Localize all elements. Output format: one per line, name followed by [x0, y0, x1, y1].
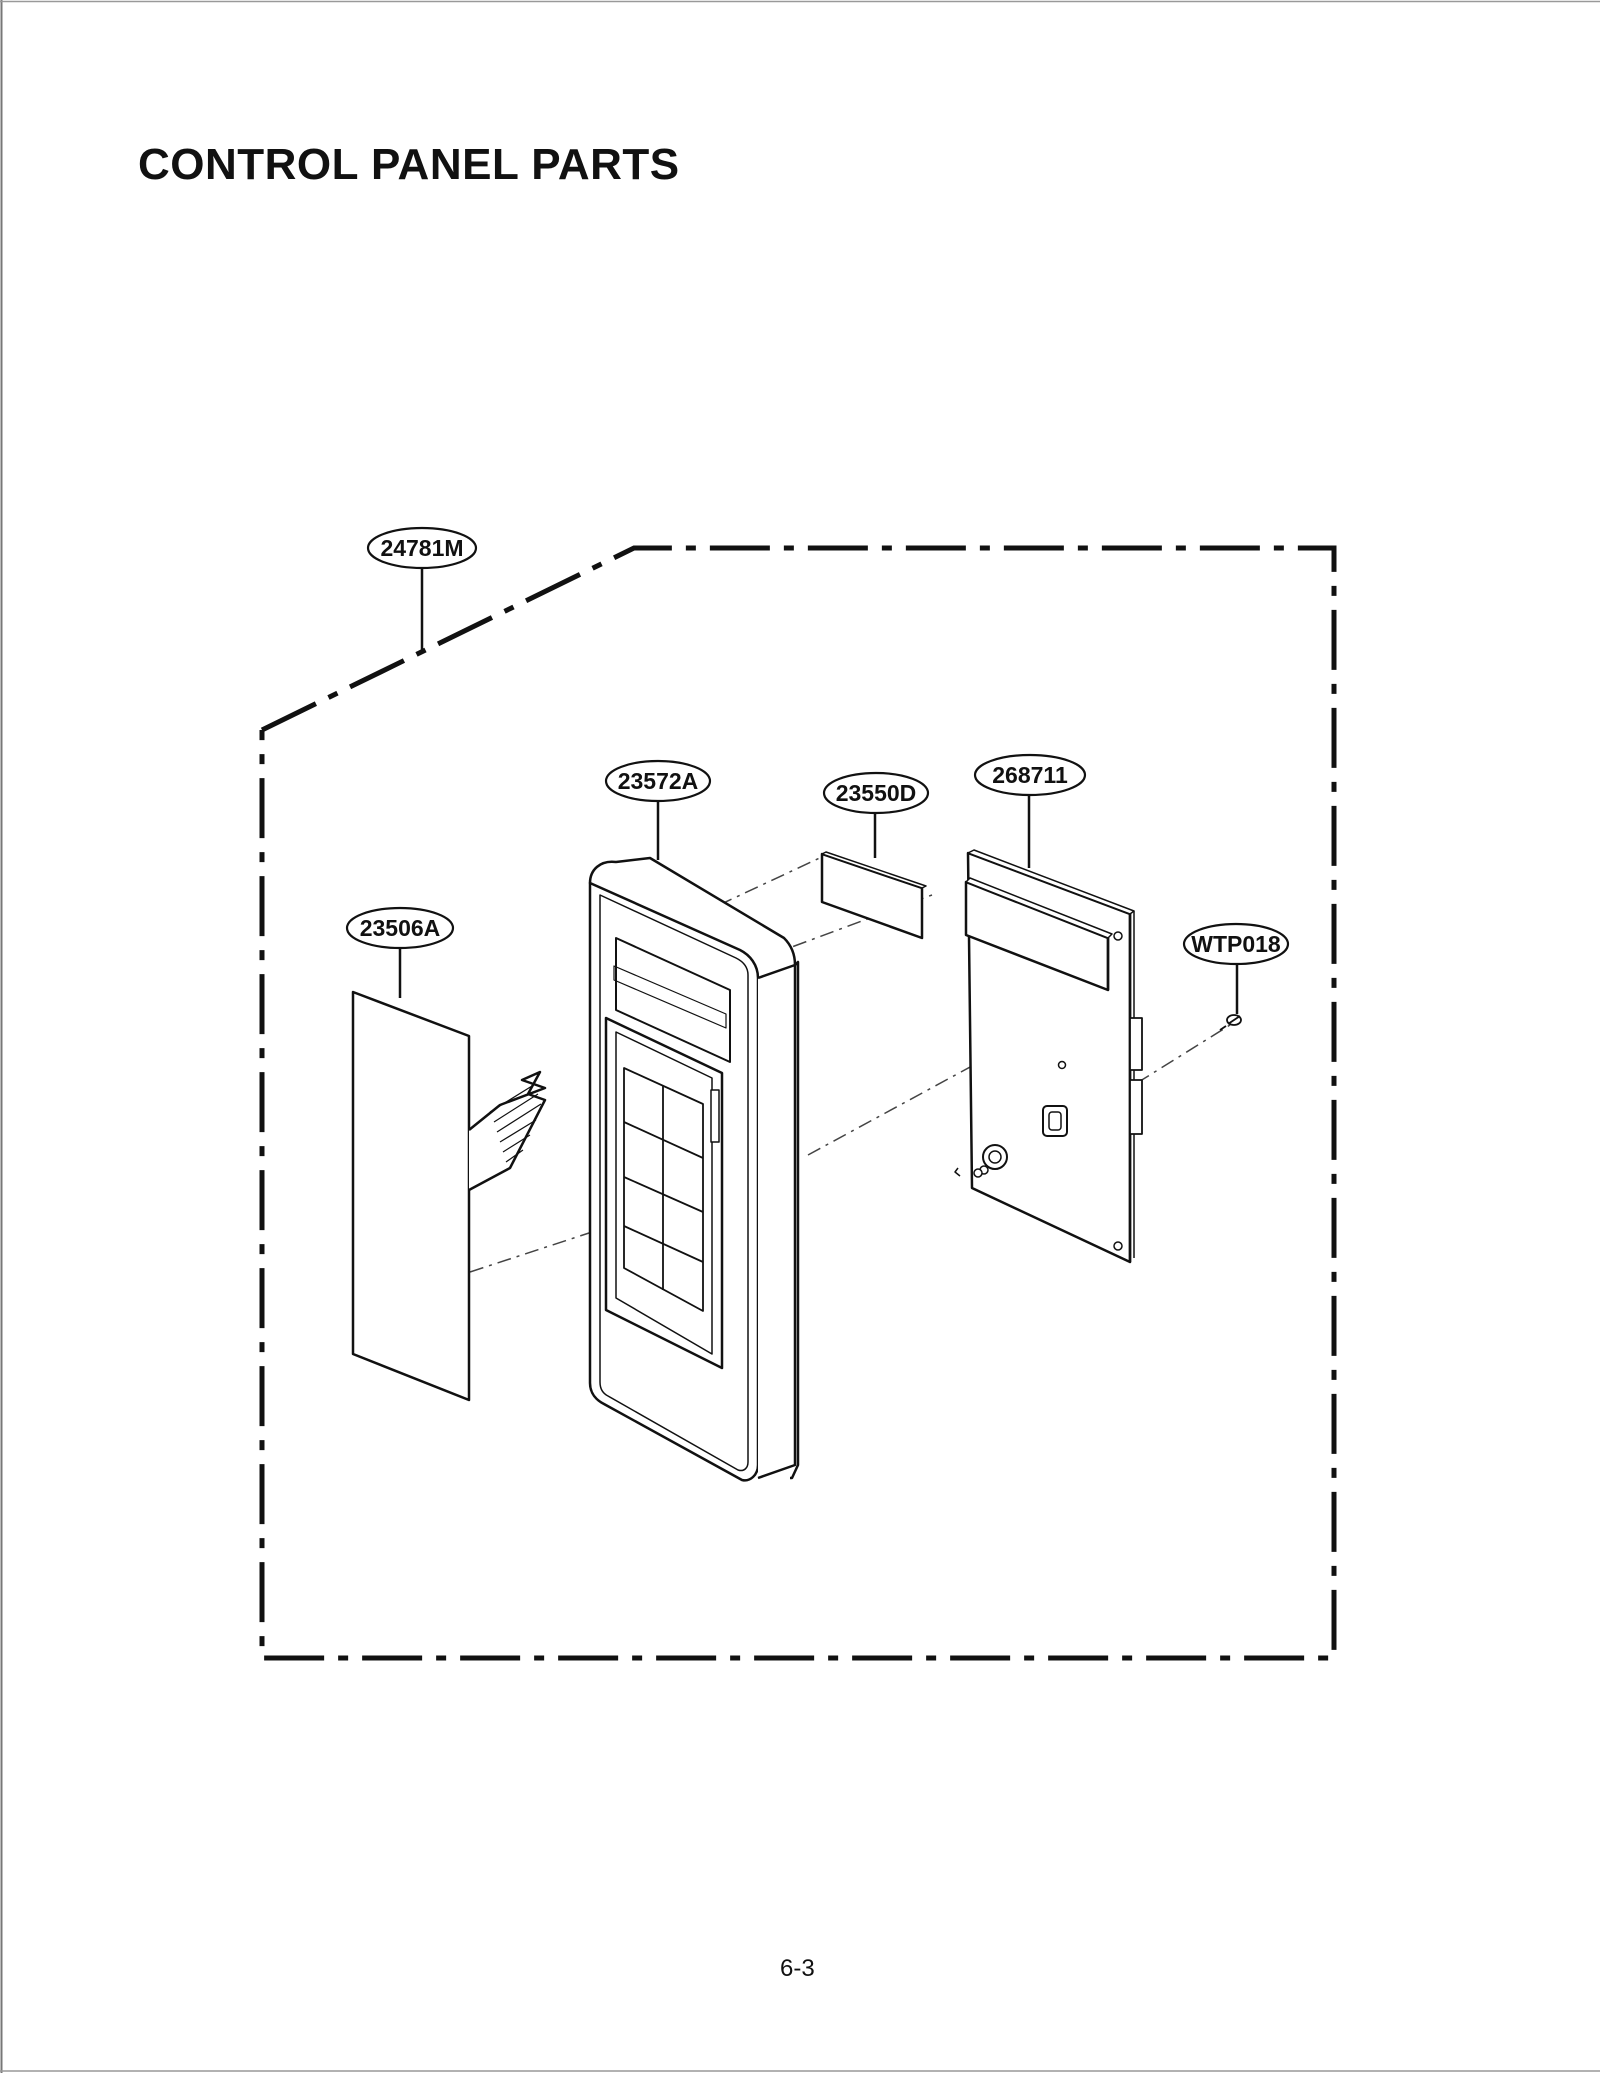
membrane-keypad	[351, 990, 547, 1402]
callout-23506a: 23506A	[345, 906, 455, 950]
callout-label: 23550D	[836, 780, 917, 806]
display-window	[820, 851, 927, 940]
callout-label: 24781M	[380, 535, 463, 561]
callout-24781m: 24781M	[366, 526, 478, 570]
callout-label: 23506A	[360, 915, 441, 941]
callout-wtp018: WTP018	[1182, 922, 1290, 966]
assembly-boundary	[259, 545, 1337, 1661]
leader-lines	[398, 567, 1239, 1014]
control-panel-frame	[588, 856, 800, 1482]
page-number: 6-3	[780, 1955, 815, 1982]
callout-label: 268711	[992, 762, 1068, 788]
callout-268711: 268711	[973, 753, 1087, 797]
page-title: CONTROL PANEL PARTS	[138, 140, 680, 189]
callout-23572a: 23572A	[604, 759, 712, 803]
pcb-assembly	[954, 849, 1143, 1264]
screw	[1219, 1014, 1242, 1031]
callout-23550d: 23550D	[822, 771, 930, 815]
callout-label: WTP018	[1191, 931, 1281, 957]
callout-label: 23572A	[618, 768, 699, 794]
